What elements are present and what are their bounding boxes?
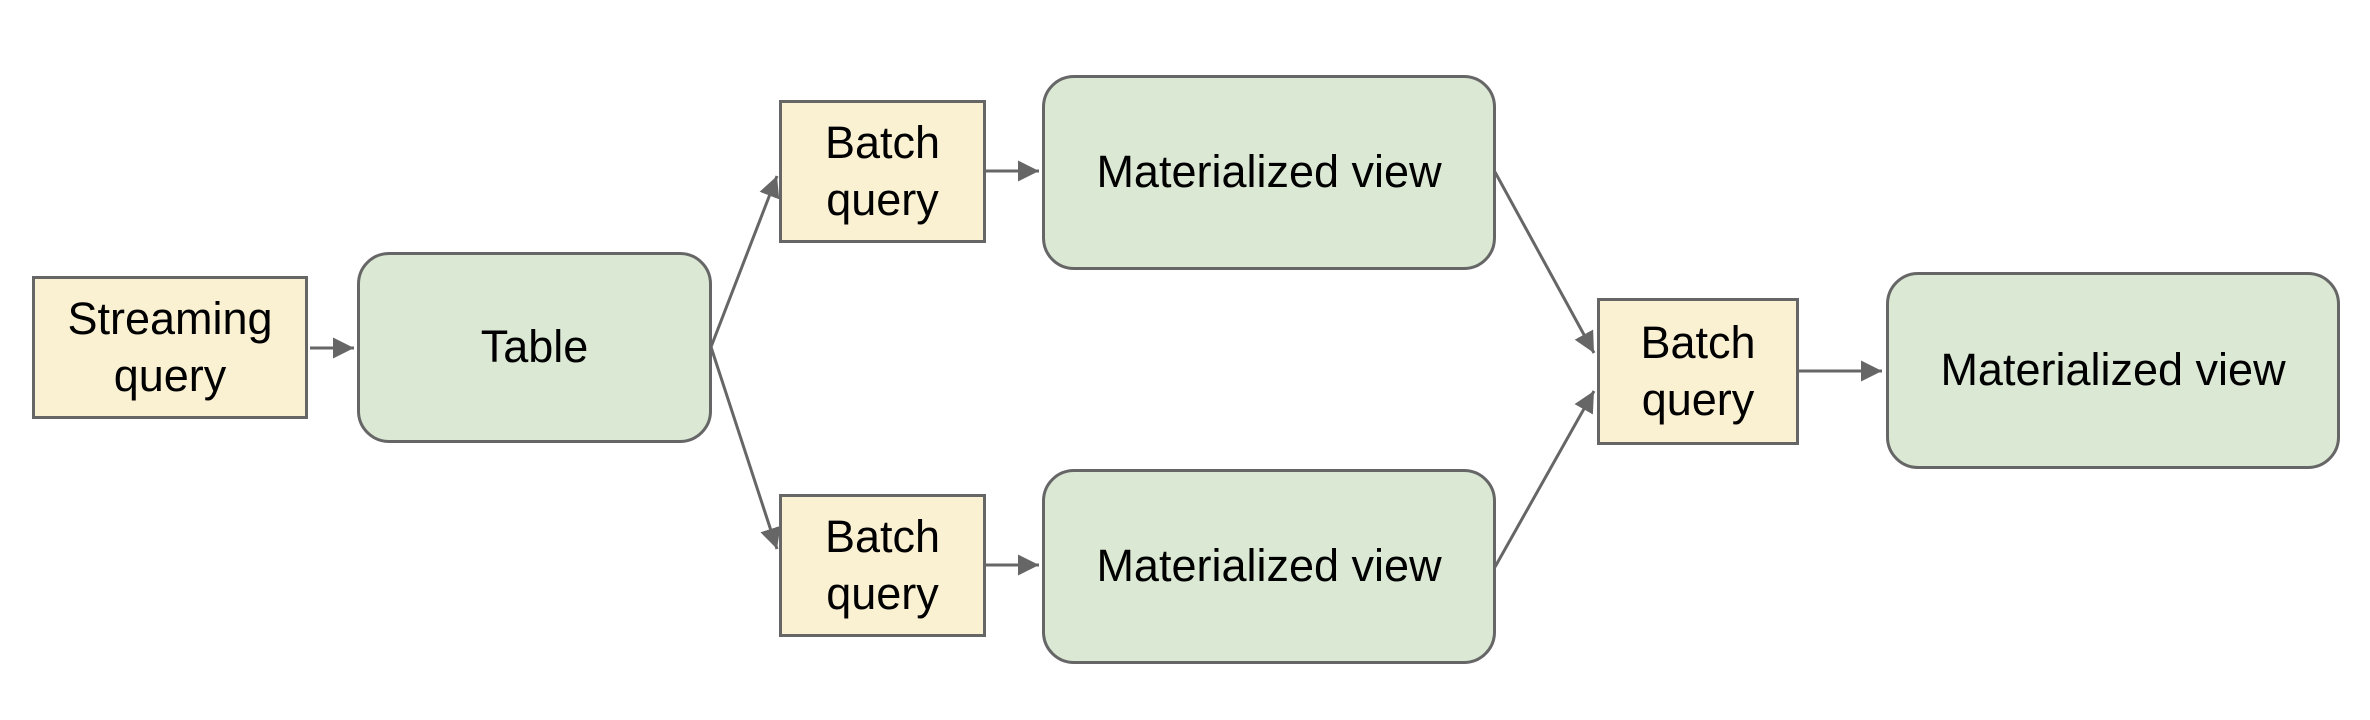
node-streaming-query-label: Streaming query bbox=[67, 292, 273, 401]
node-materialized-view-bottom-label: Materialized view bbox=[1096, 540, 1442, 592]
node-materialized-view-right: Materialized view bbox=[1886, 272, 2340, 469]
edge-table-to-batch-query-top bbox=[709, 175, 780, 348]
node-batch-query-top: Batch query bbox=[779, 100, 986, 243]
node-materialized-view-right-label: Materialized view bbox=[1940, 344, 2286, 396]
node-materialized-view-bottom: Materialized view bbox=[1042, 469, 1496, 664]
node-materialized-view-top: Materialized view bbox=[1042, 75, 1496, 270]
edge-table-to-batch-query-bottom bbox=[709, 346, 781, 550]
node-batch-query-bottom-label: Batch query bbox=[824, 510, 941, 619]
node-batch-query-right: Batch query bbox=[1597, 298, 1799, 445]
node-batch-query-bottom: Batch query bbox=[779, 494, 986, 637]
edge-mv-top-to-batch-query-right bbox=[1493, 171, 1596, 354]
node-table: Table bbox=[357, 252, 712, 443]
node-batch-query-right-label: Batch query bbox=[1640, 316, 1756, 425]
node-batch-query-top-label: Batch query bbox=[824, 116, 941, 225]
edge-mv-bottom-to-batch-query-right bbox=[1493, 390, 1596, 568]
node-table-label: Table bbox=[480, 321, 589, 373]
node-materialized-view-top-label: Materialized view bbox=[1096, 146, 1442, 198]
node-streaming-query: Streaming query bbox=[32, 276, 308, 419]
